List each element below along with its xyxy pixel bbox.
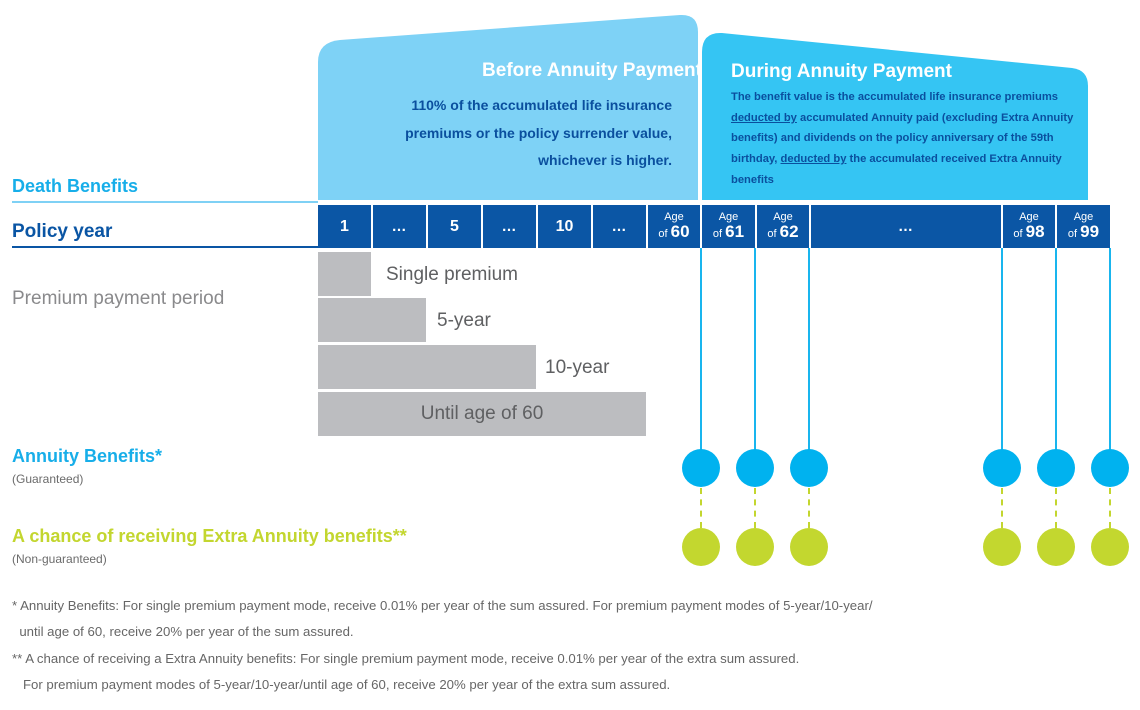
annuity-benefit-circle	[736, 449, 774, 487]
extra-annuity-circle	[983, 528, 1021, 566]
age-value: of 99	[1067, 221, 1100, 241]
premium-period-label: Premium payment period	[12, 288, 225, 309]
desc-underline: deducted by	[731, 111, 797, 124]
extra-annuity-circle	[736, 528, 774, 566]
extra-annuity-note: (Non-guaranteed)	[12, 552, 107, 566]
age-prefix: Age	[1019, 210, 1039, 223]
premium-bar-label: 5-year	[437, 310, 491, 331]
before-desc-line: whichever is higher.	[538, 152, 672, 168]
ellipsis: …	[391, 218, 408, 235]
extra-annuity-dashed-line	[1055, 488, 1057, 528]
policy-year-label: Policy year	[12, 221, 113, 242]
premium-bar-label: Single premium	[386, 264, 518, 285]
footnote-extra-cont: For premium payment modes of 5-year/10-y…	[12, 677, 671, 692]
ellipsis: …	[898, 218, 914, 235]
death-benefits-label: Death Benefits	[12, 176, 139, 196]
annuity-benefit-circle	[1091, 449, 1129, 487]
extra-annuity-dashed-line	[1109, 488, 1111, 528]
age-prefix: Age	[1073, 210, 1094, 223]
annuity-connector-line	[700, 248, 702, 450]
annuity-connector-line	[808, 248, 810, 450]
annuity-benefit-circle	[1037, 449, 1075, 487]
annuity-benefit-circle	[682, 449, 720, 487]
extra-annuity-dashed-line	[700, 488, 702, 528]
premium-bar-5-year	[318, 298, 426, 342]
timeline-cell: 1	[318, 205, 371, 248]
desc-underline: deducted by	[780, 153, 847, 166]
during-annuity-panel	[702, 32, 1088, 201]
during-annuity-title: During Annuity Payment	[731, 61, 952, 82]
before-annuity-description: 110% of the accumulated life insurance p…	[330, 92, 672, 175]
age-prefix: Age	[773, 210, 793, 223]
ellipsis: …	[501, 218, 518, 235]
annuity-benefits-label: Annuity Benefits*	[12, 446, 163, 466]
policy-year-divider	[12, 246, 318, 248]
age-value: of 98	[1013, 221, 1045, 241]
timeline-cell: …	[593, 205, 646, 248]
age-value: of 62	[767, 221, 799, 241]
extra-annuity-label: A chance of receiving Extra Annuity bene…	[12, 526, 407, 546]
premium-bar-label: Until age of 60	[420, 403, 544, 424]
premium-bar-10-year	[318, 345, 536, 389]
footnote-extra: ** A chance of receiving a Extra Annuity…	[12, 651, 800, 666]
age-value: of 61	[712, 221, 745, 241]
year-number: 5	[450, 217, 459, 235]
year-number: 10	[555, 217, 574, 235]
ellipsis: …	[611, 218, 628, 235]
year-number: 1	[340, 217, 349, 235]
before-desc-line: premiums or the policy surrender value,	[405, 124, 672, 141]
extra-annuity-circle	[682, 528, 720, 566]
extra-annuity-circle	[790, 528, 828, 566]
timeline-cell: …	[811, 205, 1001, 248]
extra-annuity-circle	[1037, 528, 1075, 566]
desc-part: The benefit value is the accumulated lif…	[731, 91, 1059, 103]
annuity-connector-line	[1109, 248, 1111, 450]
extra-annuity-dashed-line	[808, 488, 810, 528]
timeline-cell: …	[373, 205, 426, 248]
extra-annuity-dashed-line	[1001, 488, 1003, 528]
before-annuity-panel	[318, 14, 698, 200]
premium-bar-single	[318, 252, 371, 296]
annuity-connector-line	[1055, 248, 1057, 450]
extra-annuity-circle	[1091, 528, 1129, 566]
timeline-cell: …	[483, 205, 536, 248]
timeline-cell: 10	[538, 205, 591, 248]
extra-annuity-dashed-line	[754, 488, 756, 528]
desc-part: accumulated Annuity paid (excluding Extr…	[731, 111, 1074, 166]
age-prefix: Age	[718, 210, 739, 223]
annuity-benefits-note: (Guaranteed)	[12, 472, 84, 486]
period-panels	[318, 14, 1088, 201]
annuity-benefit-circle	[790, 449, 828, 487]
premium-bar-until-60: Until age of 60	[318, 392, 646, 436]
premium-bar-label: 10-year	[545, 357, 610, 378]
age-value: of 60	[658, 221, 690, 241]
age-prefix: Age	[664, 210, 684, 223]
footnote-annuity-cont: until age of 60, receive 20% per year of…	[12, 624, 354, 639]
annuity-connector-line	[754, 248, 756, 450]
before-desc-line: 110% of the accumulated life insurance	[411, 97, 672, 113]
annuity-connector-line	[1001, 248, 1003, 450]
before-annuity-title: Before Annuity Payment	[482, 60, 702, 81]
timeline-cell: 5	[428, 205, 481, 248]
annuity-benefit-circle	[983, 449, 1021, 487]
desc-part: the accumulated received Extra Annuity b…	[731, 153, 1062, 186]
death-benefits-divider	[12, 201, 318, 203]
during-annuity-description: The benefit value is the accumulated lif…	[731, 87, 1076, 191]
footnote-annuity: * Annuity Benefits: For single premium p…	[12, 598, 873, 613]
